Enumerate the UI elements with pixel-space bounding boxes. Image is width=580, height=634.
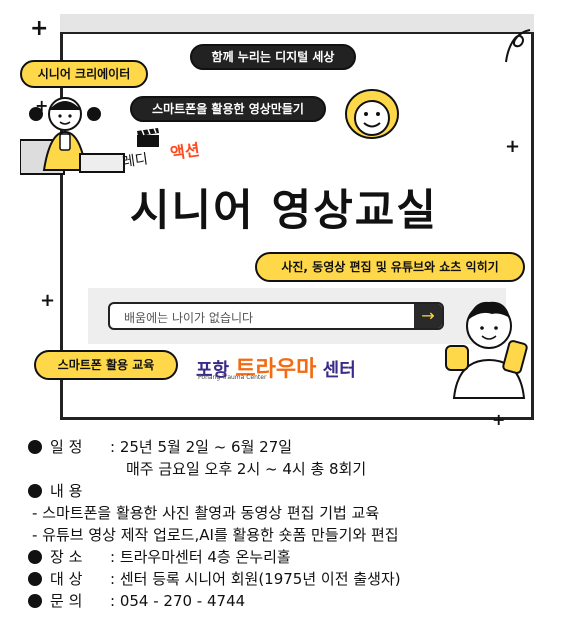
info-section: 일 정 : 25년 5월 2일 ~ 6월 27일 매주 금요일 오후 2시 ~ 4… bbox=[28, 436, 568, 612]
target-row: 대 상 : 센터 등록 시니어 회원(1975년 이전 출생자) bbox=[28, 568, 568, 590]
search-text: 배움에는 나이가 없습니다 bbox=[124, 311, 254, 325]
bullet-icon bbox=[28, 572, 42, 586]
contact-row: 문 의 : 054 - 270 - 4744 bbox=[28, 590, 568, 612]
schedule-row: 일 정 : 25년 5월 2일 ~ 6월 27일 bbox=[28, 436, 568, 458]
target-label: 대 상 bbox=[50, 570, 83, 588]
content-item-2: - 유튜브 영상 제작 업로드,AI를 활용한 숏폼 만들기와 편집 bbox=[32, 526, 399, 544]
man-with-phone-illustration bbox=[445, 301, 528, 399]
plus-icon: + bbox=[505, 136, 521, 157]
plus-icon: + bbox=[30, 16, 49, 41]
schedule-row-2: 매주 금요일 오후 2시 ~ 4시 총 8회기 bbox=[28, 458, 568, 480]
creator-pill: 시니어 크리에이터 bbox=[20, 60, 148, 88]
plus-icon: + bbox=[40, 290, 56, 311]
logo-text-trauma: 트라우마 bbox=[235, 357, 317, 382]
top-pill: 함께 누리는 디지털 세상 bbox=[190, 44, 356, 70]
bullet-icon bbox=[28, 594, 42, 608]
bullet-icon bbox=[28, 484, 42, 498]
content-row: 내 용 bbox=[28, 480, 568, 502]
window-bar bbox=[60, 14, 534, 34]
subtitle-pill: 스마트폰을 활용한 영상만들기 bbox=[130, 96, 326, 122]
clapperboard-icon bbox=[137, 128, 159, 147]
bullet-icon bbox=[28, 550, 42, 564]
feature-pill: 사진, 동영상 편집 및 유튜브와 쇼츠 익히기 bbox=[255, 252, 525, 282]
logo-subtitle: Pohang Trauma Center bbox=[198, 374, 267, 381]
center-logo: 포항 트라우마 센터 bbox=[196, 351, 356, 383]
content-item: - 스마트폰을 활용한 사진 촬영과 동영상 편집 기법 교육 bbox=[28, 502, 568, 524]
schedule-label: 일 정 bbox=[50, 438, 83, 456]
poster: + + + + + 함께 누리는 디지털 세상 스마트폰을 활용한 영상만들기 … bbox=[20, 14, 534, 429]
content-item: - 유튜브 영상 제작 업로드,AI를 활용한 숏폼 만들기와 편집 bbox=[28, 524, 568, 546]
ready-text: 레디 bbox=[121, 151, 149, 171]
logo-text-center: 센터 bbox=[322, 360, 356, 381]
schedule-value-2: 매주 금요일 오후 2시 ~ 4시 총 8회기 bbox=[126, 460, 367, 478]
content-label: 내 용 bbox=[50, 482, 83, 500]
squiggle-icon bbox=[505, 29, 531, 63]
contact-value: : 054 - 270 - 4744 bbox=[110, 592, 246, 610]
action-text: 액션 bbox=[169, 140, 201, 163]
smiling-face-illustration bbox=[345, 89, 399, 139]
place-row: 장 소 : 트라우마센터 4층 온누리홀 bbox=[28, 546, 568, 568]
search-bar[interactable]: 배움에는 나이가 없습니다 → bbox=[108, 302, 444, 330]
bullet-icon bbox=[28, 440, 42, 454]
schedule-value: : 25년 5월 2일 ~ 6월 27일 bbox=[110, 438, 293, 456]
plus-icon: + bbox=[492, 410, 506, 429]
place-label: 장 소 bbox=[50, 548, 83, 566]
page-title: 시니어 영상교실 bbox=[130, 186, 438, 236]
creator-girl-illustration bbox=[20, 97, 125, 175]
education-pill: 스마트폰 활용 교육 bbox=[34, 350, 178, 380]
target-value: : 센터 등록 시니어 회원(1975년 이전 출생자) bbox=[110, 570, 401, 588]
content-item-1: - 스마트폰을 활용한 사진 촬영과 동영상 편집 기법 교육 bbox=[32, 504, 380, 522]
logo-text-pohang: 포항 bbox=[196, 360, 230, 381]
place-value: : 트라우마센터 4층 온누리홀 bbox=[110, 548, 291, 566]
arrow-right-icon[interactable]: → bbox=[414, 304, 442, 328]
contact-label: 문 의 bbox=[50, 592, 83, 610]
